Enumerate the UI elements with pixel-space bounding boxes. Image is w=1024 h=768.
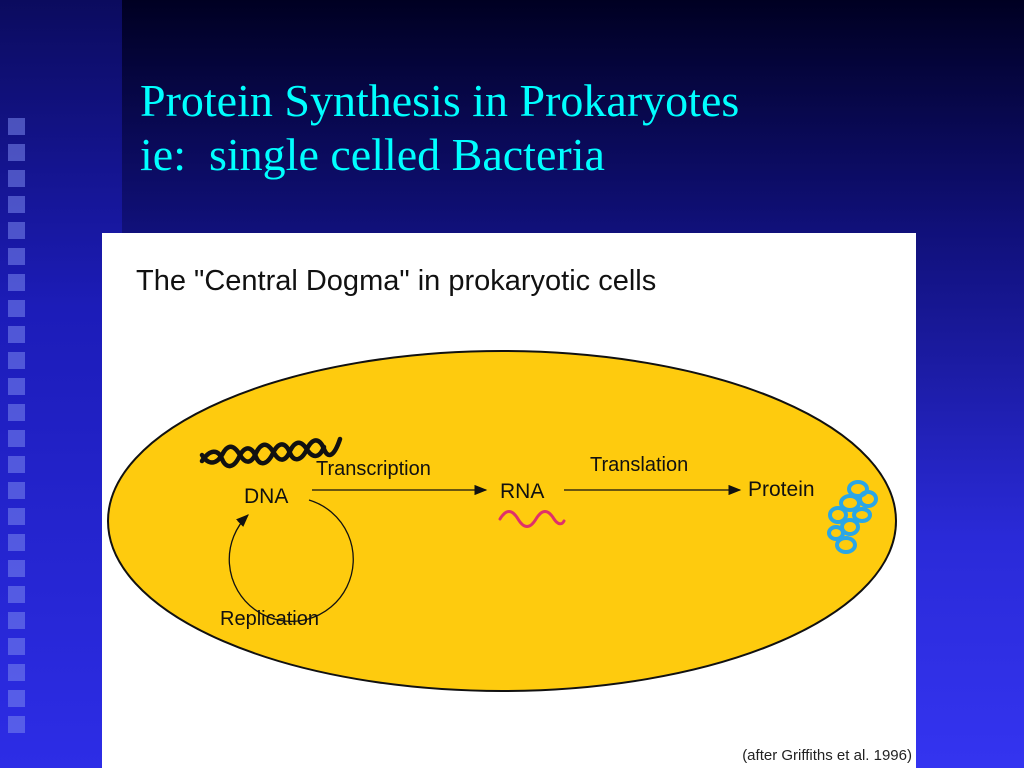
- slide-title-line1: Protein Synthesis in Prokaryotes: [140, 75, 740, 126]
- left-decor-band: [0, 0, 122, 768]
- decor-squares: [8, 118, 26, 742]
- slide-title: Protein Synthesis in Prokaryotes ie: sin…: [140, 74, 739, 183]
- dna-label: DNA: [244, 485, 288, 508]
- figure-citation: (after Griffiths et al. 1996): [742, 747, 912, 764]
- figure-title: The "Central Dogma" in prokaryotic cells: [136, 265, 657, 297]
- slide-title-line2: ie: single celled Bacteria: [140, 129, 605, 181]
- translation-label: Translation: [590, 454, 688, 476]
- rna-wave-icon: [498, 510, 566, 528]
- protein-coil-icon: [827, 480, 878, 554]
- transcription-label: Transcription: [316, 458, 431, 480]
- cell-ellipse: [107, 350, 897, 692]
- rna-label: RNA: [500, 480, 544, 503]
- diagram-canvas: DNA Replication Transcription RNA Transl…: [107, 350, 897, 692]
- central-dogma-figure: The "Central Dogma" in prokaryotic cells…: [102, 233, 916, 768]
- dna-coil-icon: [199, 436, 343, 469]
- replication-loop: [228, 499, 354, 623]
- protein-label: Protein: [748, 478, 815, 501]
- replication-label: Replication: [220, 608, 319, 630]
